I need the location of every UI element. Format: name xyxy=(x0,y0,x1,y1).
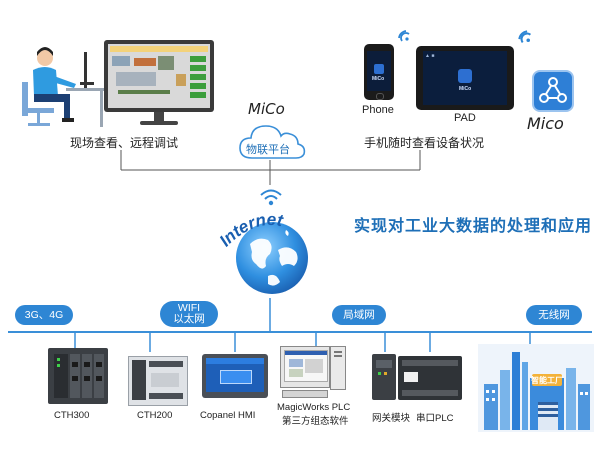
pill-wifi-line2: 以太网 xyxy=(173,313,205,325)
wifi-signal-icon xyxy=(260,189,282,206)
wifi-icon xyxy=(398,30,410,42)
left-caption: 现场查看、远程调试 xyxy=(70,136,179,150)
internet-label: Internet xyxy=(216,210,286,250)
internet-arc-text: Internet xyxy=(216,210,286,250)
pill-wireless: 无线网 xyxy=(526,305,582,325)
phone-label: Phone xyxy=(362,104,394,116)
globe-icon xyxy=(236,222,308,294)
pill-lan: 局域网 xyxy=(332,305,386,325)
cth200-device xyxy=(128,356,188,406)
right-caption: 手机随时查看设备状况 xyxy=(364,136,485,150)
wifi-icon xyxy=(518,30,532,44)
pc-tower xyxy=(330,346,346,390)
gateway-label: 网关模块 xyxy=(372,413,411,424)
pill-wifi-line1: WIFI xyxy=(177,302,201,314)
pad-device: ▲ ■ MiCo xyxy=(416,46,514,110)
magicworks-label-2: 第三方组态软件 xyxy=(282,416,349,427)
pill-3g-4g: 3G、4G xyxy=(15,305,73,325)
cloud-label: 物联平台 xyxy=(246,144,290,156)
cloud-icon xyxy=(239,125,306,159)
slogan-text: 实现对工业大数据的处理和应用 xyxy=(354,218,593,235)
serial-plc-label: 串口PLC xyxy=(416,413,454,424)
monitor-base xyxy=(140,121,178,125)
gateway-module-device xyxy=(372,354,396,400)
magicworks-label-1: MagicWorks PLC xyxy=(277,402,351,413)
mico-app-icon xyxy=(532,70,574,112)
smart-factory-illustration: 智能工厂 xyxy=(478,344,594,432)
operator-at-desk-illustration xyxy=(22,47,110,127)
network-nodes-icon xyxy=(539,77,567,103)
cloud-brand: MiCo xyxy=(248,100,285,118)
scada-screen xyxy=(108,44,210,108)
monitor-stand xyxy=(154,112,164,122)
cth300-label: CTH300 xyxy=(54,410,90,421)
svg-text:Internet: Internet xyxy=(216,210,286,250)
phone-device: MiCo xyxy=(364,44,394,100)
copanel-hmi-label: Copanel HMI xyxy=(200,410,256,421)
magicworks-monitor xyxy=(280,346,330,388)
pad-label: PAD xyxy=(454,112,476,124)
factory-sign-label: 智能工厂 xyxy=(531,375,563,385)
cth200-label: CTH200 xyxy=(137,410,173,421)
copanel-hmi-device xyxy=(202,354,268,398)
pill-wifi-ethernet: WIFI 以太网 xyxy=(160,301,218,327)
serial-plc-device xyxy=(398,356,462,400)
cth300-device xyxy=(48,348,108,404)
app-name: Mico xyxy=(527,114,564,133)
monitor xyxy=(104,40,214,112)
keyboard xyxy=(282,390,328,398)
